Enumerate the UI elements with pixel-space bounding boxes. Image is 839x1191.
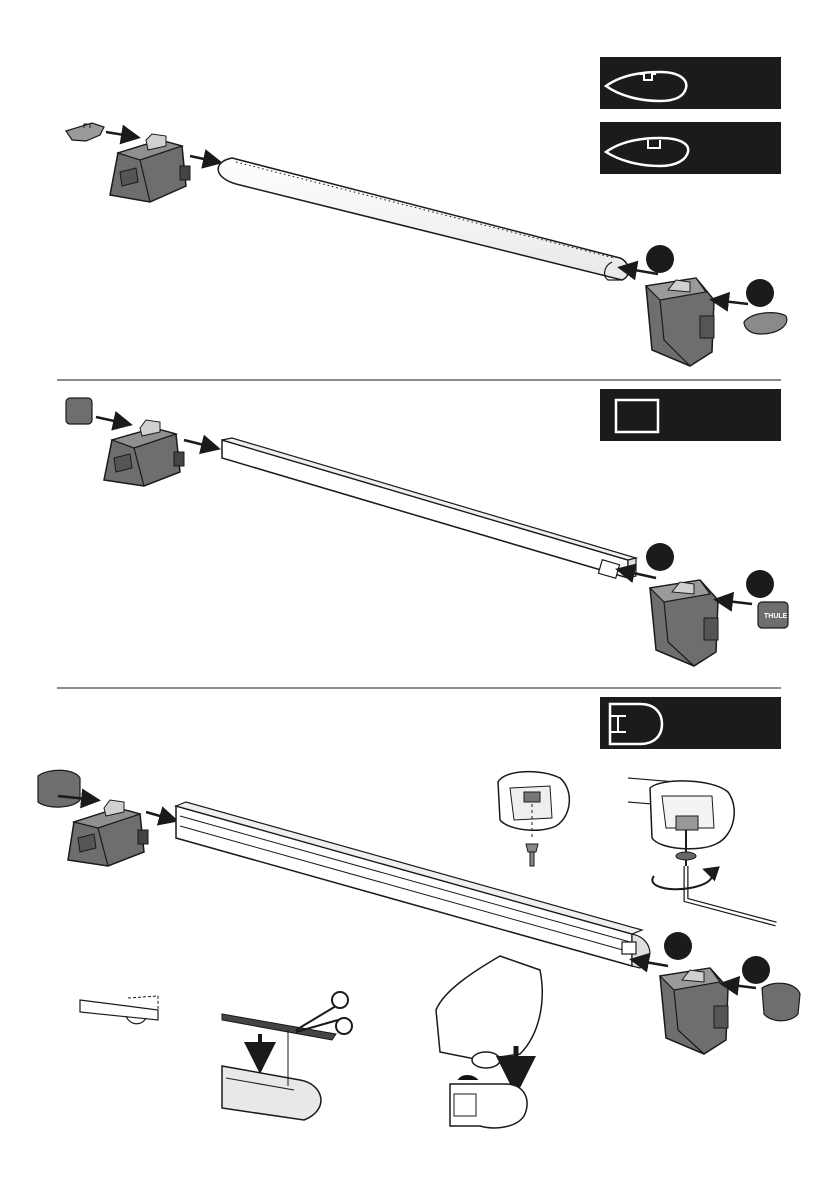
insert-arrow (184, 440, 216, 448)
square-bar (222, 438, 636, 578)
step-marker (742, 956, 770, 984)
foot-pack-left (104, 420, 184, 486)
foot-pack-left (68, 800, 148, 866)
square-end-cap-right: THULE (758, 602, 788, 628)
insert-arrow (96, 417, 128, 424)
section-square-bar: THULE (66, 389, 788, 666)
aero-end-cap-right (744, 313, 787, 334)
insert-arrow (718, 600, 752, 604)
slot-profile-badge (600, 697, 781, 749)
step-marker (664, 932, 692, 960)
aero-profile-badge-1 (600, 57, 781, 109)
cut-rubber-strip-icon (222, 992, 352, 1120)
step-marker (646, 245, 674, 273)
t-bolt-adapter-icon (498, 772, 569, 866)
end-cap-brand: THULE (764, 613, 788, 620)
foot-pack-right (646, 278, 714, 366)
insert-arrow (190, 156, 218, 162)
step-marker (746, 279, 774, 307)
insert-arrow (106, 132, 136, 137)
section-aero-bar (66, 57, 787, 366)
insert-arrow (714, 300, 748, 304)
tighten-allen-key-icon (628, 778, 776, 924)
step-marker (746, 570, 774, 598)
press-strip-into-slot-icon (436, 956, 542, 1128)
insert-arrow (724, 984, 756, 988)
square-end-cap-left (66, 398, 92, 424)
aerodynamic-bar (218, 158, 628, 280)
measure-cut-line-icon (80, 996, 158, 1024)
aero-end-cap-left (66, 123, 104, 141)
section-slot-bar (38, 697, 800, 1128)
foot-pack-right (650, 580, 718, 666)
t-slot-bar (176, 802, 650, 968)
slot-end-cap-right (762, 983, 800, 1021)
foot-pack-right (660, 968, 728, 1054)
insert-arrow (146, 812, 174, 820)
aero-profile-badge-2 (600, 122, 781, 174)
slot-end-cap-left (38, 770, 80, 807)
foot-pack-left (110, 134, 190, 202)
square-profile-badge (600, 389, 781, 441)
step-marker (646, 543, 674, 571)
